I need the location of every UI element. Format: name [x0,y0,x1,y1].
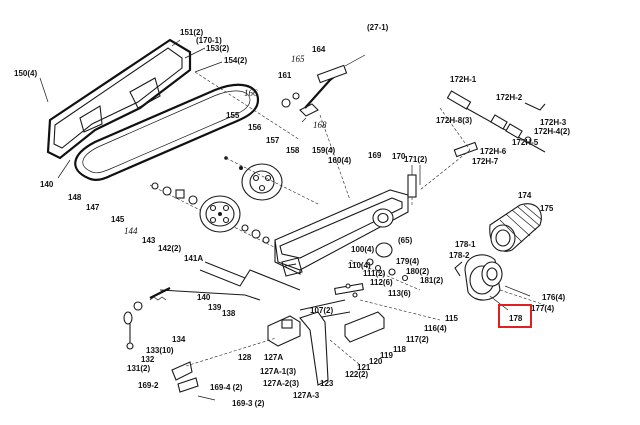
label-178-1: 178-1 [455,240,476,249]
label-144: 144 [124,226,138,236]
label-113: 113(6) [388,289,411,298]
label-159: 159(4) [312,146,335,155]
label-122: 122(2) [345,370,368,379]
label-65: (65) [398,236,413,245]
label-177: 177(4) [531,304,554,313]
label-165: 165 [291,54,305,64]
label-175: 175 [540,204,554,213]
label-117: 117(2) [406,335,429,344]
label-127a-1: 127A-1(3) [260,367,296,376]
highlight-box [498,304,532,328]
main-housing [274,189,409,277]
label-160: 160(4) [328,156,351,165]
label-178-2: 178-2 [449,251,470,260]
label-158: 158 [286,146,300,155]
motor [489,203,543,252]
label-180: 180(2) [406,267,429,276]
label-148: 148 [68,193,82,202]
label-120: 120 [369,357,383,366]
label-164: 164 [312,45,326,54]
fasteners-cluster [345,258,409,298]
lower-bracket [123,261,301,350]
label-154: 154(2) [224,56,247,65]
handle-assembly [281,54,366,201]
label-172h-1: 172H-1 [450,75,477,84]
label-134: 134 [172,335,186,344]
label-139: 139 [208,303,222,312]
label-181: 181(2) [420,276,443,285]
label-145: 145 [111,215,125,224]
label-161: 161 [278,71,292,80]
support-rails [299,259,441,386]
label-172h-2: 172H-2 [496,93,523,102]
label-172h-3: 172H-3 [540,118,567,127]
label-27-1: (27-1) [367,23,389,32]
leader-178 [489,295,509,311]
label-127a: 127A [264,353,283,362]
drive-wheel-assembly [149,182,281,251]
label-153: 153(2) [206,44,229,53]
label-172h-4: 172H-4(2) [534,127,570,136]
label-123: 123 [320,379,334,388]
label-172h-7: 172H-7 [472,157,499,166]
label-133: 133(10) [146,346,174,355]
part-labels: 150(4) 151(2) (170-1) 153(2) 154(2) 140 … [14,23,570,408]
label-131: 131(2) [127,364,150,373]
label-111: 111(2) [363,269,386,278]
tension-assembly [419,90,546,191]
label-171: 171(2) [404,155,427,164]
label-140-bottom: 140 [197,293,211,302]
blade-guard [46,38,192,160]
highlighted-part-178[interactable]: 178 [498,304,532,328]
label-155: 155 [226,111,240,120]
label-150: 150(4) [14,69,37,78]
label-169-4: 169-4 (2) [210,383,243,392]
label-172h-8: 172H-8(3) [436,116,472,125]
label-110: 110(4) [348,261,371,270]
saw-blade [74,83,260,181]
label-138: 138 [222,309,236,318]
label-179: 179(4) [396,257,419,266]
label-157: 157 [266,136,280,145]
label-128: 128 [238,353,252,362]
label-169: 169 [368,151,382,160]
label-116: 116(4) [424,324,447,333]
label-140-top: 140 [40,180,54,189]
label-107: 107(2) [310,306,333,315]
label-127a-2: 127A-2(3) [263,379,299,388]
label-169-3: 169-3 (2) [232,399,265,408]
label-166: 166 [244,88,258,98]
label-141a: 141A [184,254,203,263]
label-143: 143 [142,236,156,245]
label-147: 147 [86,203,100,212]
clamp-parts [171,315,301,401]
label-156: 156 [248,123,262,132]
label-174: 174 [518,191,532,200]
label-142: 142(2) [158,244,181,253]
post-170 [407,165,421,205]
label-178: 178 [509,314,523,323]
gearbox [454,254,546,306]
label-132: 132 [141,355,155,364]
label-172h-5: 172H-5 [512,138,539,147]
label-121: 121 [357,363,371,372]
leader-lines-top-left [39,39,301,179]
label-127a-3: 127A-3 [293,391,320,400]
label-119: 119 [380,351,393,360]
label-168: 168 [313,120,327,130]
label-100: 100(4) [351,245,374,254]
label-118: 118 [393,345,406,354]
label-169-2: 169-2 [138,381,159,390]
label-151: 151(2) [180,28,203,37]
idler-wheel [224,156,321,206]
label-170-1: (170-1) [196,36,222,45]
label-176: 176(4) [542,293,565,302]
label-170: 170 [392,152,406,161]
label-112: 112(6) [370,278,393,287]
label-172h-6: 172H-6 [480,147,507,156]
label-115: 115 [445,314,458,323]
